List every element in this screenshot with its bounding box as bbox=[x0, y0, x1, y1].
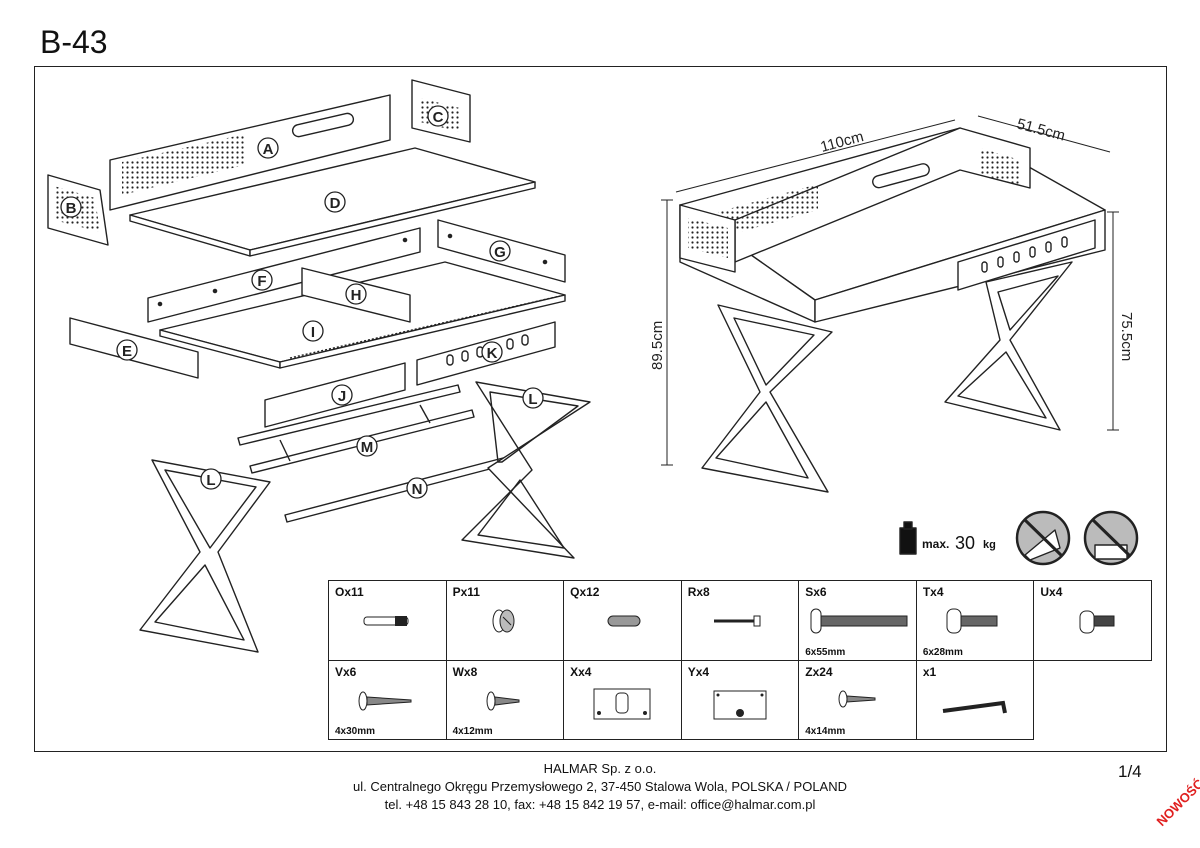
screw-icon bbox=[358, 691, 412, 710]
cap-bolt-icon bbox=[1079, 610, 1115, 634]
part-l-leg-right bbox=[461, 381, 591, 559]
assembled-desk bbox=[679, 127, 1106, 493]
svg-text:G: G bbox=[494, 244, 506, 261]
diagram-frame bbox=[34, 66, 1167, 752]
svg-text:B: B bbox=[66, 200, 77, 217]
dimension-lines bbox=[661, 115, 1119, 466]
svg-text:L: L bbox=[528, 391, 537, 408]
dim-height-top: 75.5cm bbox=[1118, 312, 1135, 361]
hardware-cell: Vx6 4x30mm bbox=[328, 659, 447, 740]
hardware-cell: Rx8 bbox=[680, 580, 800, 661]
svg-text:E: E bbox=[122, 343, 132, 360]
label-j: J bbox=[331, 384, 353, 406]
long-bolt-icon bbox=[810, 608, 908, 634]
part-i-board bbox=[159, 261, 566, 369]
empty-cell bbox=[1034, 660, 1152, 740]
label-d: D bbox=[324, 191, 346, 213]
dim-width: 110cm bbox=[819, 128, 866, 156]
svg-text:L: L bbox=[206, 472, 215, 489]
svg-text:F: F bbox=[257, 273, 266, 290]
page-title: B-43 bbox=[40, 24, 108, 60]
bolt-icon bbox=[713, 615, 761, 627]
hardware-cell: Px11 bbox=[445, 580, 565, 661]
dowel-icon bbox=[363, 616, 409, 626]
label-f: F bbox=[251, 269, 273, 291]
svg-text:C: C bbox=[433, 109, 444, 126]
label-c: C bbox=[427, 105, 449, 127]
no-standing-icon bbox=[1083, 510, 1139, 566]
part-l-leg-left bbox=[139, 459, 271, 653]
svg-text:N: N bbox=[412, 481, 423, 498]
label-m: M bbox=[356, 435, 378, 457]
mini-screw-icon bbox=[838, 690, 876, 707]
dim-height-total: 89.5cm bbox=[649, 321, 666, 370]
label-n: N bbox=[406, 477, 428, 499]
footer: HALMAR Sp. z o.o. ul. Centralnego Okręgu… bbox=[0, 760, 1200, 814]
label-k: K bbox=[481, 341, 503, 363]
label-b: B bbox=[60, 196, 82, 218]
dim-depth: 51.5cm bbox=[1015, 115, 1067, 144]
part-n-bar bbox=[284, 457, 506, 523]
hardware-table: Ox11 Px11 Qx12 Rx8 Sx6 6x55mm Tx4 6x28mm… bbox=[328, 580, 1152, 740]
no-climbing-icon bbox=[1015, 510, 1071, 566]
hardware-cell: Ox11 bbox=[328, 580, 447, 661]
max-load-label: max. bbox=[922, 537, 949, 551]
drawer-stop-icon bbox=[593, 688, 651, 719]
allen-key-icon bbox=[942, 700, 1007, 713]
hardware-cell: Ux4 bbox=[1033, 580, 1152, 661]
footer-contact: tel. +48 15 843 28 10, fax: +48 15 842 1… bbox=[384, 797, 816, 812]
page-number: 1/4 bbox=[1118, 762, 1142, 781]
label-a: A bbox=[257, 137, 279, 159]
hardware-cell: Tx4 6x28mm bbox=[915, 580, 1035, 661]
label-h: H bbox=[345, 283, 367, 305]
slide-plate-icon bbox=[713, 690, 767, 719]
wood-dowel-icon bbox=[607, 615, 641, 627]
short-bolt-icon bbox=[946, 608, 998, 634]
svg-text:M: M bbox=[361, 439, 374, 456]
footer-address: ul. Centralnego Okręgu Przemysłowego 2, … bbox=[352, 779, 847, 794]
hardware-cell: Sx6 6x55mm bbox=[798, 580, 917, 661]
svg-text:D: D bbox=[330, 195, 341, 212]
label-g: G bbox=[489, 240, 511, 262]
hardware-cell: Qx12 bbox=[563, 580, 682, 661]
max-load-value: 30 bbox=[955, 533, 975, 553]
footer-company: HALMAR Sp. z o.o. bbox=[543, 761, 657, 776]
svg-text:K: K bbox=[487, 345, 498, 362]
hardware-cell: Xx4 bbox=[563, 659, 682, 740]
label-i: I bbox=[302, 320, 324, 342]
weight-icon bbox=[899, 521, 917, 555]
hardware-cell: x1 bbox=[915, 659, 1035, 740]
part-a-panel bbox=[109, 94, 391, 211]
cam-lock-icon bbox=[492, 609, 515, 633]
hardware-cell: Yx4 bbox=[680, 659, 800, 740]
hardware-cell: Zx24 4x14mm bbox=[798, 659, 917, 740]
svg-text:I: I bbox=[311, 324, 315, 341]
svg-text:J: J bbox=[338, 388, 346, 405]
part-f-rail bbox=[147, 227, 421, 323]
label-l-left: L bbox=[200, 468, 222, 490]
label-l-right: L bbox=[522, 387, 544, 409]
max-load-unit: kg bbox=[983, 539, 996, 551]
short-screw-icon bbox=[486, 691, 520, 710]
label-e: E bbox=[116, 339, 138, 361]
hardware-cell: Wx8 4x12mm bbox=[445, 659, 565, 740]
svg-text:H: H bbox=[351, 287, 362, 304]
svg-text:A: A bbox=[263, 141, 274, 158]
